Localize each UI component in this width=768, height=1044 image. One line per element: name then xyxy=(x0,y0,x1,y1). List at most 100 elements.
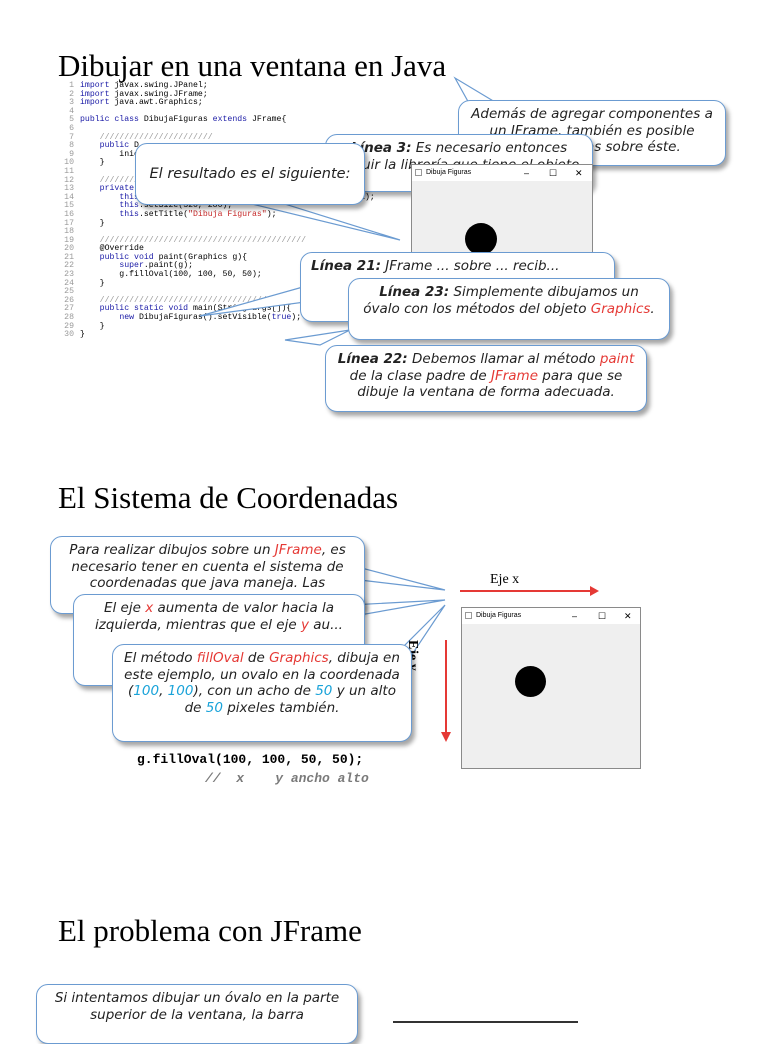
code-line: 26 /////////////////////////////////////… xyxy=(52,295,404,306)
code-line: 19 /////////////////////////////////////… xyxy=(52,235,404,246)
code-text: new DibujaFiguras().setVisible(true); xyxy=(119,313,302,323)
callout-coord-text-b: , es necesario tener en cuenta el sistem… xyxy=(71,542,346,591)
code-line: 27 public static void main(String args[]… xyxy=(52,305,404,314)
code-line: 4 xyxy=(52,106,404,117)
callout-linea21-label: Línea 21: xyxy=(311,258,381,274)
callout-problema: Si intentamos dibujar un óvalo en la par… xyxy=(36,984,358,1044)
minimize-icon[interactable]: – xyxy=(572,611,578,621)
line-number: 3 xyxy=(69,98,74,108)
jframe-keyword: JFrame xyxy=(274,542,322,558)
line-number: 18 xyxy=(64,227,74,237)
code-line: 16 this.setTitle("Dibuja Figuras"); xyxy=(52,210,404,220)
code-text: g.fillOval(100, 100, 50, 50); xyxy=(80,270,262,280)
section-title-dibujar: Dibujar en una ventana en Java xyxy=(58,48,447,83)
fill-text-f: y un alto de xyxy=(184,683,396,716)
code-line: 21 public void paint(Graphics g){ xyxy=(52,252,404,263)
callout-eje-text-b: aumenta de valor hacia la izquierda, mie… xyxy=(95,600,335,633)
code-line: 11 xyxy=(52,166,404,177)
line-number: 17 xyxy=(64,218,74,228)
graphics-keyword: Graphics xyxy=(590,300,651,317)
code-text: import java.awt.Graphics; xyxy=(80,98,203,108)
callout-linea3-label: Línea 3: xyxy=(350,140,412,156)
line-number: 7 xyxy=(69,132,74,142)
code-text: public static void main(String args[]){ xyxy=(99,304,292,314)
code-text: public class DibujaFiguras extends JFram… xyxy=(80,115,287,125)
callout-linea22-text-c: para que se dibuje la ventana de forma a… xyxy=(357,367,623,401)
code-text: } xyxy=(80,321,105,331)
axis-arrows xyxy=(460,586,599,596)
line-number: 9 xyxy=(69,149,74,159)
window2-titlebar: Dibuja Figuras – ☐ ✕ xyxy=(462,608,640,624)
code-line: 23 g.fillOval(100, 100, 50, 50); xyxy=(52,270,404,280)
callout-resultado-text: El resultado es el siguiente: xyxy=(149,166,351,182)
callout-problema-text: Si intentamos dibujar un óvalo en la par… xyxy=(54,990,340,1023)
code-line: 6 xyxy=(52,124,404,134)
code-line: 30} xyxy=(52,330,404,340)
y-axis-arrowhead xyxy=(441,732,451,742)
line-number: 4 xyxy=(69,106,74,116)
fill-text-d: , xyxy=(159,683,168,699)
code-line: 20 @Override xyxy=(52,244,404,254)
line-number: 12 xyxy=(64,175,74,185)
filloval-code: g.fillOval(100, 100, 50, 50); xyxy=(137,752,364,767)
x-keyword: x xyxy=(145,600,154,616)
line-number: 26 xyxy=(64,295,74,305)
line-number: 2 xyxy=(69,89,74,99)
fill-text-e: ), con un acho de xyxy=(193,683,316,699)
java-app-icon xyxy=(415,169,422,176)
callout-linea21-text: JFrame ... sobre ... recib... xyxy=(381,258,560,274)
callout-linea22: Línea 22: Debemos llamar al método paint… xyxy=(325,345,647,412)
height-value: 50 xyxy=(205,699,223,716)
line-number: 13 xyxy=(64,184,74,194)
code-line: 9 inici xyxy=(52,149,404,160)
fill-text-g: pixeles también. xyxy=(222,699,340,716)
code-line: 28 new DibujaFiguras().setVisible(true); xyxy=(52,313,404,323)
code-line: 17 } xyxy=(52,218,404,229)
x-axis-label: Eje x xyxy=(490,572,520,587)
graphics-keyword: Graphics xyxy=(269,650,329,666)
close-icon[interactable]: ✕ xyxy=(624,611,632,621)
code-text: inici xyxy=(80,149,144,159)
callout-linea23: Línea 23: Simplemente dibujamos un óvalo… xyxy=(348,278,670,340)
line-number: 28 xyxy=(64,313,74,323)
y-value: 100 xyxy=(167,683,194,699)
code-text: /////////////////////// xyxy=(99,132,213,142)
x-value: 100 xyxy=(133,683,160,699)
code-text: super.paint(g); xyxy=(119,261,194,271)
callout-coord-text-a: Para realizar dibujos sobre un xyxy=(69,542,275,558)
code-text: } xyxy=(80,158,105,168)
close-icon[interactable]: ✕ xyxy=(575,168,583,178)
code-text: } xyxy=(80,278,105,288)
code-text: } xyxy=(80,330,85,340)
code-line: 15 this.setSize(320, 280); xyxy=(52,202,404,211)
code-line: 24 } xyxy=(52,278,404,289)
java-app-icon xyxy=(465,612,472,619)
y-keyword: y xyxy=(300,616,309,633)
code-text: ////////////////////////////////////////… xyxy=(99,235,307,245)
filloval-comment: // x y ancho alto xyxy=(205,771,369,786)
callout-filloval: El método fillOval de Graphics, dibuja e… xyxy=(112,644,412,742)
line-number: 24 xyxy=(64,278,74,288)
callout-eje-text-a: El eje xyxy=(103,600,146,616)
code-line: 3 import java.awt.Graphics; xyxy=(52,98,404,108)
line-number: 1 xyxy=(69,81,74,90)
line-number: 11 xyxy=(64,166,74,176)
window-top-edge xyxy=(393,1021,578,1023)
code-text: import javax.swing.JPanel; xyxy=(80,81,208,90)
callout-linea23-text: Simplemente dibujamos un óvalo con los m… xyxy=(363,284,639,317)
line-number: 21 xyxy=(64,252,74,262)
minimize-icon[interactable]: – xyxy=(524,168,530,178)
line-number: 23 xyxy=(64,270,74,280)
window2-title: Dibuja Figuras xyxy=(476,612,522,619)
line-number: 29 xyxy=(64,321,74,331)
code-text: this.setSize(320, 280); xyxy=(119,201,233,211)
maximize-icon[interactable]: ☐ xyxy=(598,611,607,621)
line-number: 19 xyxy=(64,235,74,245)
line-number: 10 xyxy=(64,158,74,168)
callout-linea22-label: Línea 22: xyxy=(337,351,408,367)
code-line: 29 } xyxy=(52,321,404,332)
line-number: 14 xyxy=(64,192,74,202)
maximize-icon[interactable]: ☐ xyxy=(549,168,558,178)
